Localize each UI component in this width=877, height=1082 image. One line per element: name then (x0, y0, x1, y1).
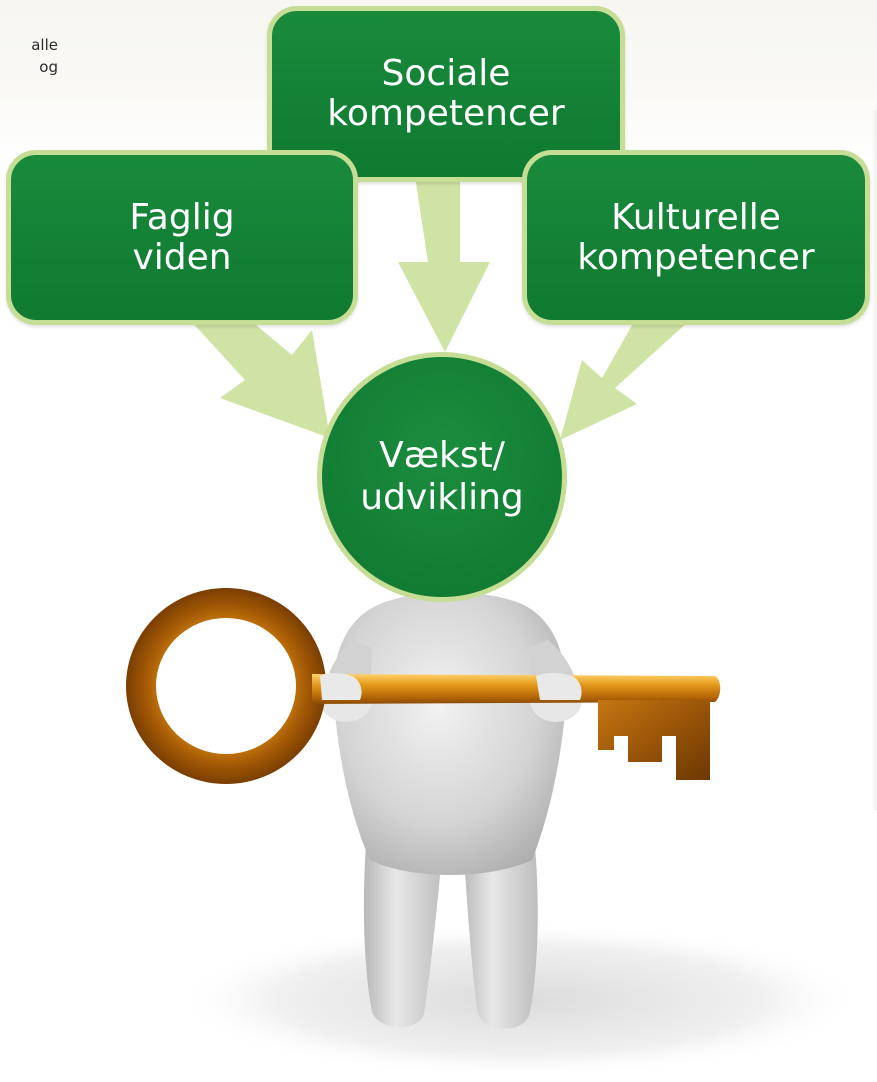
circle-vaekst-udvikling: Vækst/ udvikling (317, 352, 567, 602)
box-faglig-viden: Faglig viden (6, 150, 358, 325)
arrow-left (190, 320, 330, 438)
box-sociale-line-2: kompetencer (327, 93, 565, 134)
box-kulturelle-line-1: Kulturelle (611, 196, 781, 238)
clipped-text-line-1: alle (31, 36, 58, 54)
arrow-center (398, 170, 490, 352)
clipped-body-text: alle og (0, 34, 58, 78)
key-icon (126, 588, 721, 784)
box-sociale-line-1: Sociale (381, 53, 511, 94)
arrow-right (560, 320, 690, 440)
box-kulturelle-line-2: kompetencer (577, 236, 815, 278)
box-faglig-line-2: viden (132, 236, 232, 278)
circle-line-2: udvikling (360, 477, 524, 518)
box-kulturelle-kompetencer: Kulturelle kompetencer (522, 150, 870, 325)
circle-line-1: Vækst/ (379, 435, 505, 476)
clipped-text-line-2: og (39, 58, 58, 76)
page-edge-shadow (871, 110, 877, 810)
box-faglig-line-1: Faglig (129, 196, 235, 238)
